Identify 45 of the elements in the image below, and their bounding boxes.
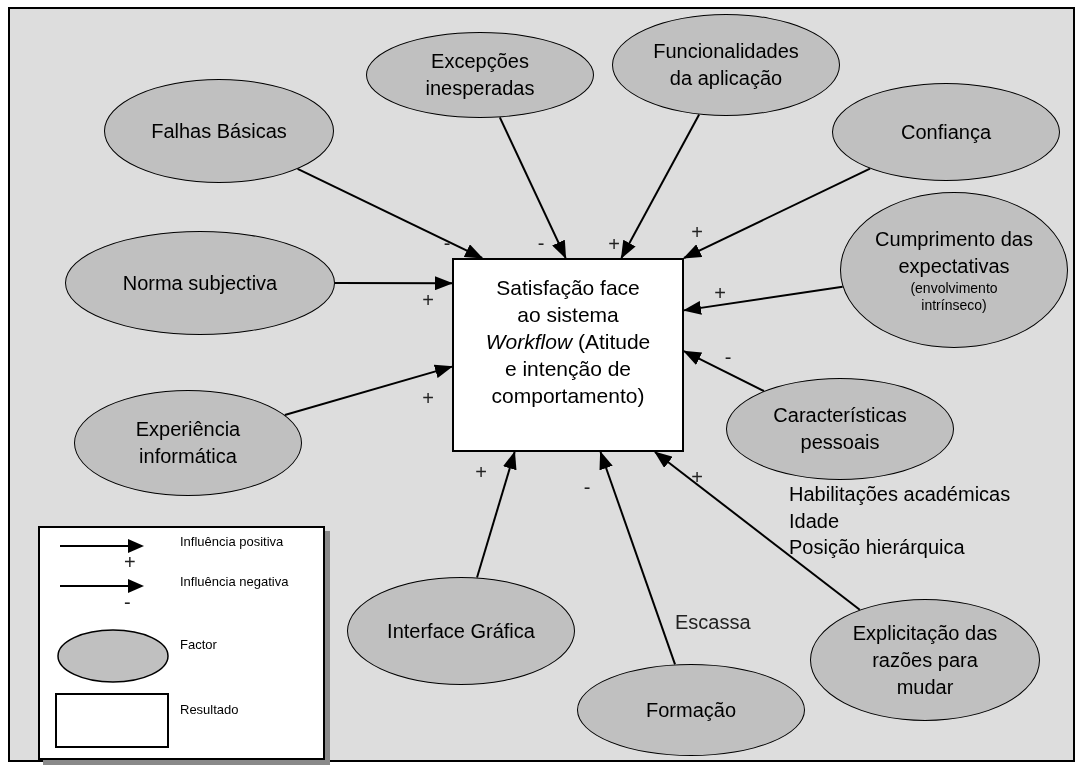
legend-text: Influência negativa — [180, 574, 289, 589]
edge-label: + — [691, 467, 703, 487]
edge-label: - — [583, 477, 591, 497]
edge-label: + — [714, 283, 726, 303]
legend-text: Factor — [180, 637, 217, 652]
edge-label: + — [608, 234, 620, 254]
node-text: Interface Gráfica — [387, 618, 535, 644]
note-text: Habilitações académicas — [789, 484, 1011, 504]
node-text: Funcionalidades da aplicação — [652, 39, 800, 91]
node-text: Satisfação face ao sistema Workflow (Atitude e intenção de comportamento) — [485, 275, 651, 409]
legend-sign: + — [124, 552, 136, 572]
arrow — [683, 167, 872, 259]
arrow — [334, 276, 453, 291]
arrow — [683, 285, 844, 315]
arrow — [599, 451, 676, 666]
beside-text: Escassa — [675, 612, 751, 632]
note-text: Idade — [789, 511, 840, 531]
edge-label: + — [422, 388, 434, 408]
arrow — [498, 116, 567, 259]
node-text: Formação — [646, 697, 736, 723]
edge-label: - — [724, 347, 732, 367]
note-text: Posição hierárquica — [789, 537, 965, 557]
edge-label: + — [691, 222, 703, 242]
node-text: Cumprimento das expectativas — [874, 227, 1034, 279]
legend-sign: - — [124, 592, 131, 612]
arrow — [683, 350, 765, 392]
node-text: Explicitação das razões para mudar — [851, 620, 999, 700]
arrow — [654, 451, 861, 611]
legend-text: Resultado — [180, 702, 239, 717]
edge-label: - — [537, 233, 545, 253]
node-text: Características pessoais — [772, 403, 908, 455]
node-text: Confiança — [900, 119, 992, 145]
node-text: Norma subjectiva — [122, 270, 278, 296]
legend-text: Influência positiva — [180, 534, 284, 549]
node-text: Experiência informática — [134, 417, 242, 469]
result-box — [452, 258, 684, 452]
edge-label: - — [443, 233, 451, 253]
edge-label: + — [475, 462, 487, 482]
node-text: Excepções inesperadas — [424, 49, 536, 101]
node-text: Falhas Básicas — [151, 118, 287, 144]
arrow — [476, 451, 517, 579]
edge-label: + — [422, 290, 434, 310]
arrow — [283, 364, 453, 416]
node-text: (envolvimento intrínseco) — [909, 280, 999, 314]
arrow — [296, 167, 484, 259]
